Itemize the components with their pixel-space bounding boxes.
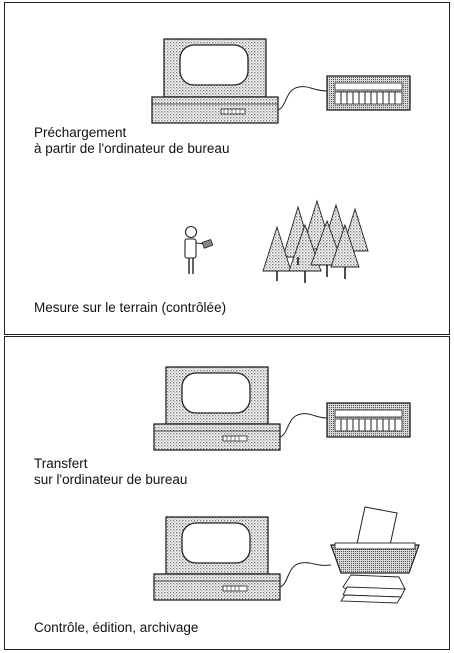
panel-transfer-and-control: Transfert sur l'ordinateur de bureau Con… [4, 336, 450, 650]
data-logger-icon [326, 75, 411, 111]
desktop-computer-icon [153, 516, 332, 601]
panel-preload-and-field: Préchargement à partir de l'ordinateur d… [4, 2, 450, 335]
person-measuring-icon [184, 225, 214, 274]
transfer-subtitle: sur l'ordinateur de bureau [34, 472, 188, 487]
printer-icon [330, 506, 420, 604]
field-measurement-caption: Mesure sur le terrain (contrôlée) [34, 300, 227, 315]
transfer-title: Transfert [34, 456, 88, 471]
desktop-computer-icon [151, 38, 328, 124]
desktop-computer-icon [153, 366, 328, 451]
preload-title: Préchargement [34, 125, 127, 140]
data-logger-icon [326, 402, 411, 438]
control-caption: Contrôle, édition, archivage [34, 620, 199, 635]
preload-subtitle: à partir de l'ordinateur de bureau [34, 141, 230, 156]
forest-trees-icon [262, 199, 369, 283]
